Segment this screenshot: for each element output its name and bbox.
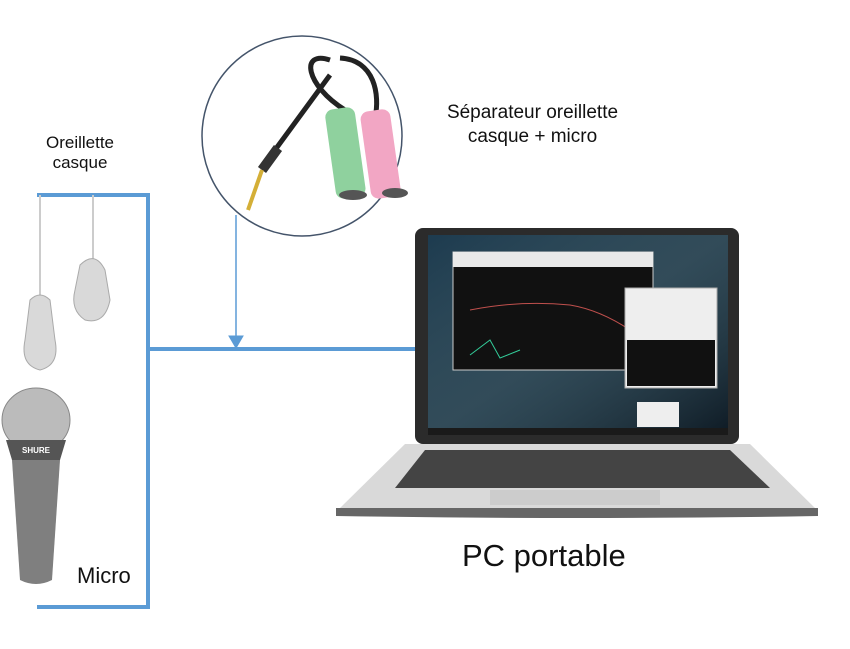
laptop-image <box>336 228 818 518</box>
microphone-image: SHURE <box>1 387 71 584</box>
earphones-label: Oreillette casque <box>45 133 115 172</box>
earphones-image <box>23 195 111 371</box>
splitter-label: Séparateur oreillette casque + micro <box>446 102 619 147</box>
splitter-cable-image <box>201 35 408 237</box>
mic-brand-logo: SHURE <box>22 446 51 455</box>
connection-lines <box>37 193 420 609</box>
laptop-label: PC portable <box>462 538 626 573</box>
microphone-label: Micro <box>77 563 131 588</box>
